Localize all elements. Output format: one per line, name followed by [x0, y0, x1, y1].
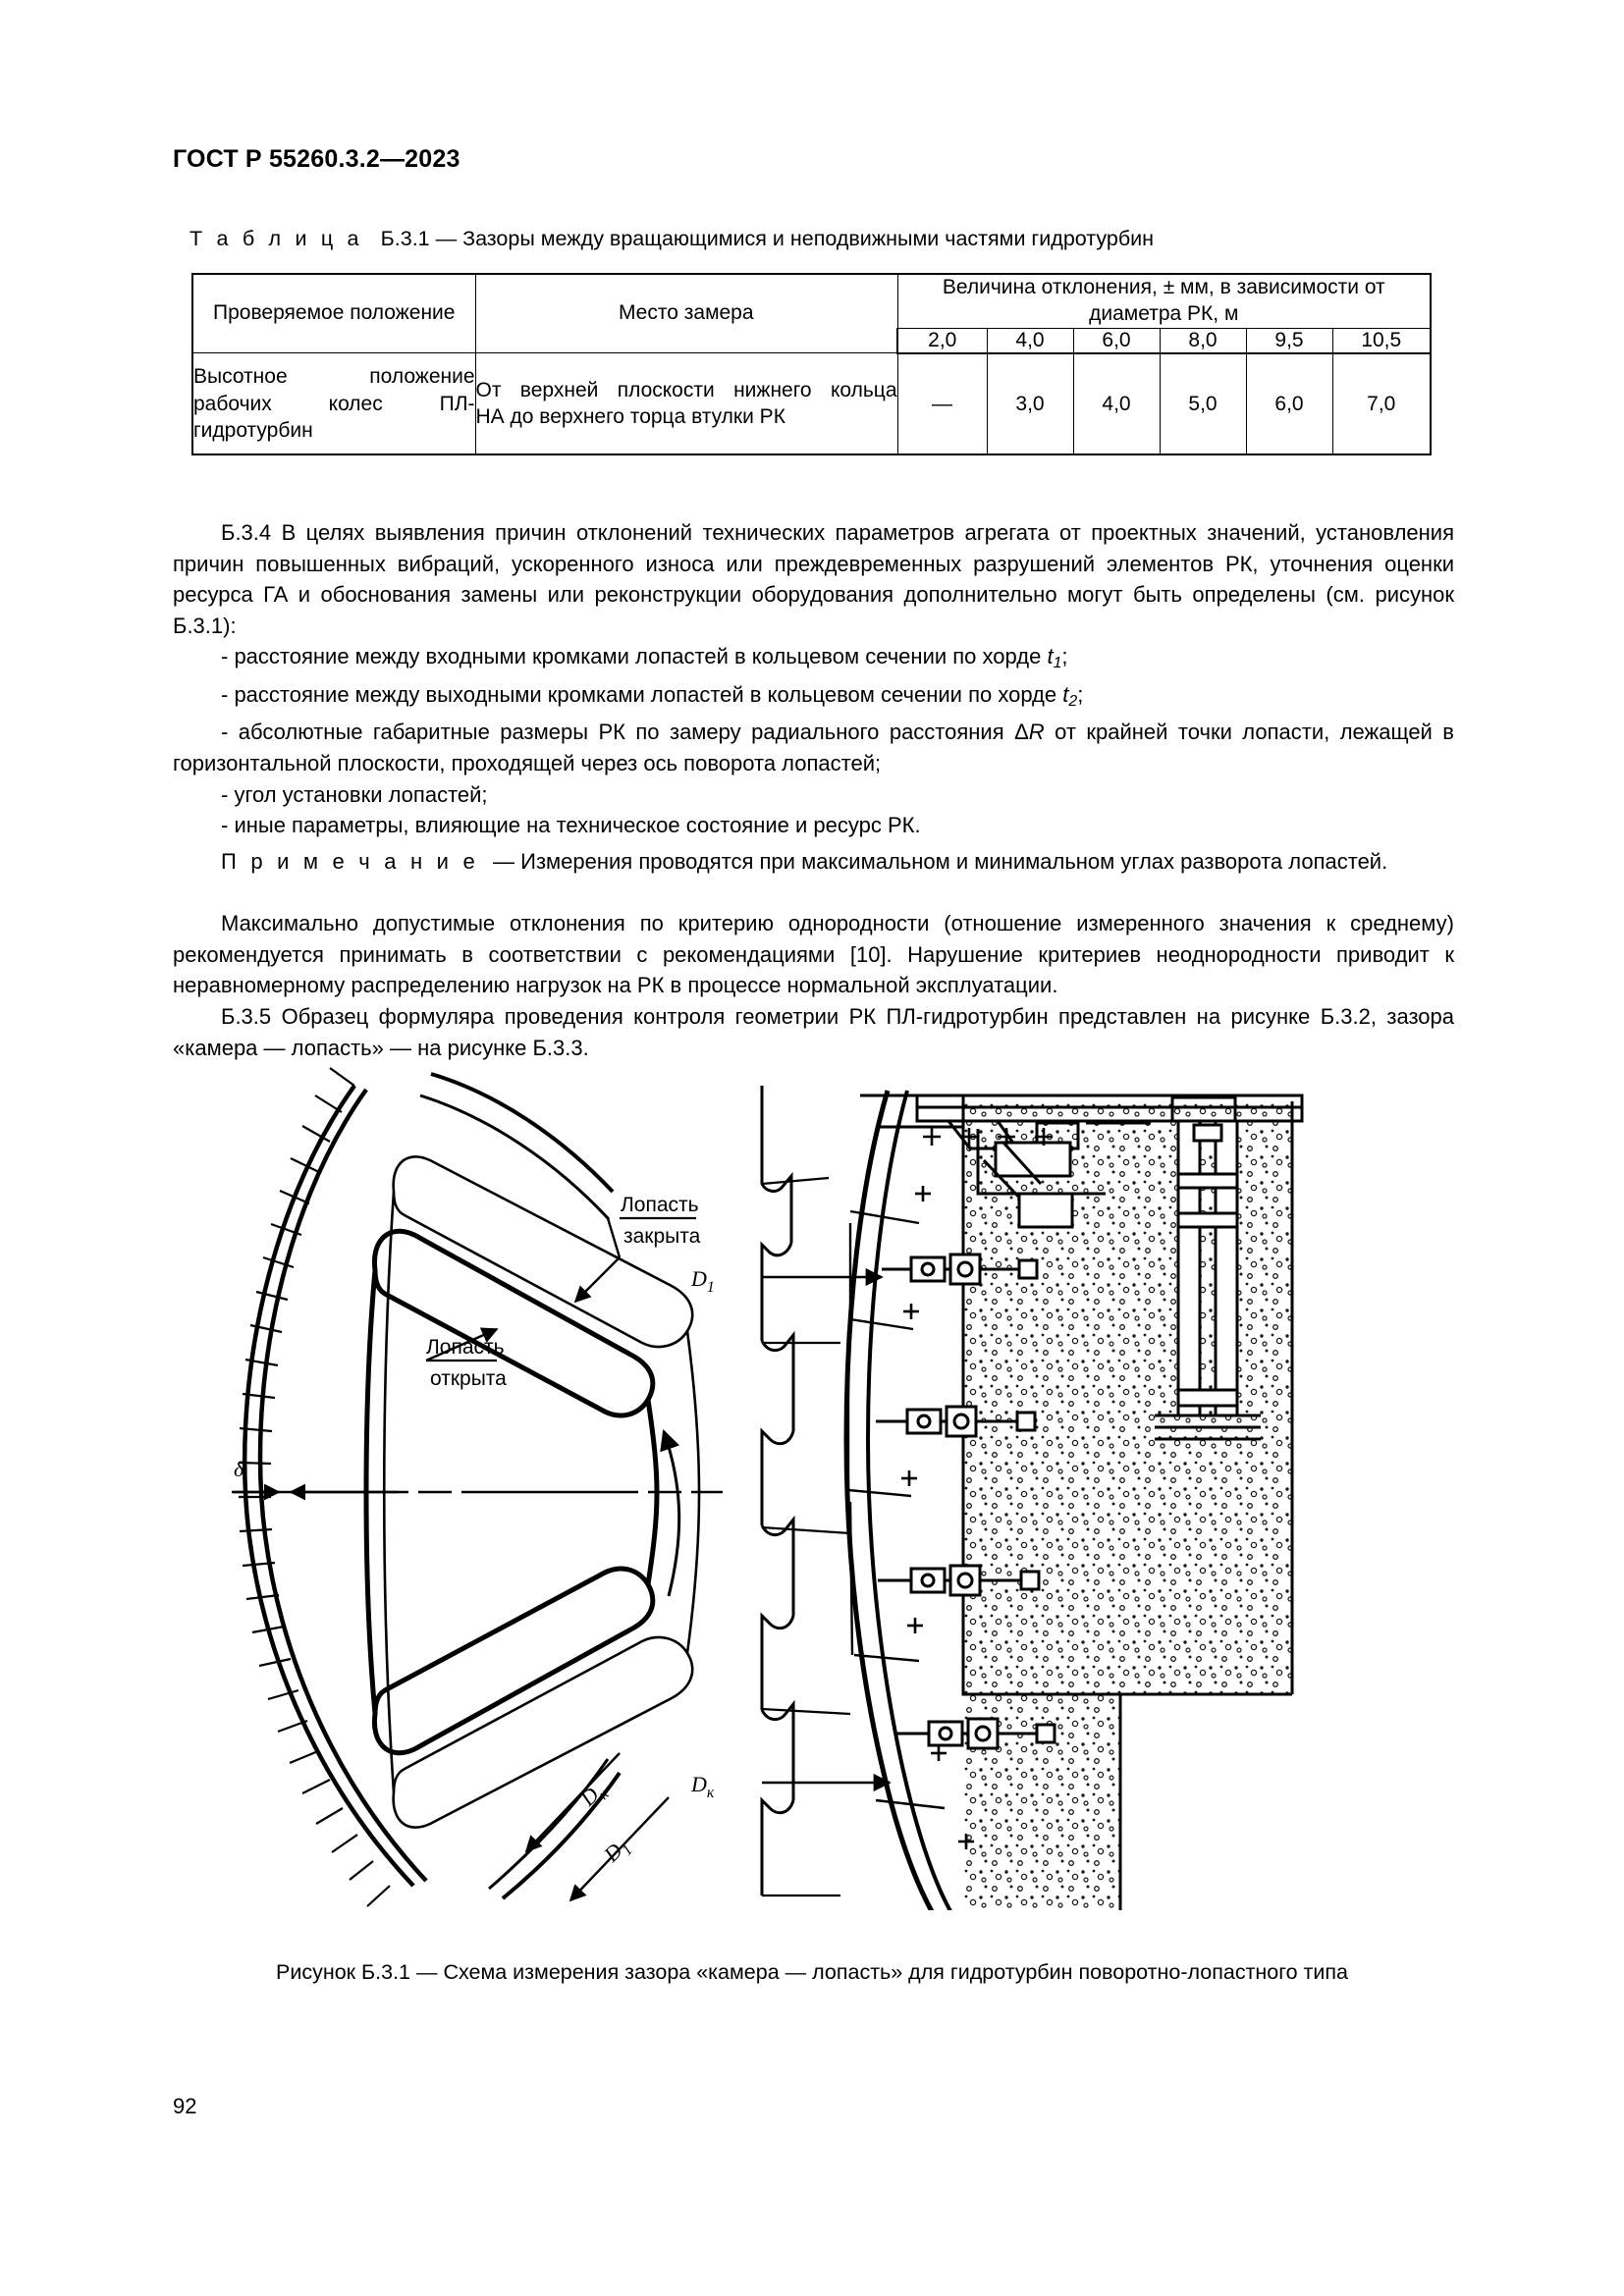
table-header-position: Проверяемое положение: [191, 273, 476, 354]
label-blade-open-line1: Лопасть: [426, 1336, 505, 1359]
measurement-fixtures: [876, 1253, 1056, 1750]
paragraph-b34-body: В целях выявления причин отклонений техн…: [173, 520, 1454, 638]
left-view-group: [232, 1067, 723, 1907]
table-cell-place-line2: НА до верхнего торца втулки РК: [475, 405, 785, 429]
figure-b31: Лопасть закрыта Лопасть открыта δ Dк D1: [173, 1066, 1455, 1910]
paragraph-max-deviation: Максимально допустимые отклонения по кри…: [173, 908, 1454, 1001]
table-header-deviation-group: Величина отклонения, ± мм, в зависимости…: [896, 272, 1433, 329]
note-label: П р и м е ч а н и е: [221, 849, 479, 874]
paragraph-b35: Б.3.5 Образец формуляра проведения контр…: [173, 1001, 1454, 1063]
note-block: П р и м е ч а н и е — Измерения проводят…: [173, 846, 1454, 878]
table-caption: Т а б л и ц а Б.3.1 — Зазоры между враща…: [189, 227, 1154, 251]
table-cell-position-line2: рабочих колес ПЛ-: [193, 392, 475, 415]
table-header-d-6-0: 6,0: [1072, 327, 1161, 354]
table-header-row-1: Проверяемое положение Место замера Велич…: [191, 272, 1433, 354]
gaps-table: Проверяемое положение Место замера Велич…: [191, 272, 1433, 456]
list-item: - расстояние между входными кромками лоп…: [221, 644, 1068, 672]
table-header-d-4-0: 4,0: [986, 327, 1074, 354]
label-delta: δ: [234, 1457, 244, 1481]
table-row: Высотное положение рабочих колес ПЛ- гид…: [191, 352, 1433, 456]
table-cell-position-line3: гидротурбин: [193, 418, 313, 442]
table-caption-label: Т а б л и ц а: [189, 227, 363, 250]
figure-b31-drawing: Лопасть закрыта Лопасть открыта δ Dк D1: [232, 1067, 1304, 1910]
table-cell-place: От верхней плоскости нижнего кольца НА д…: [474, 352, 898, 456]
table-caption-number: Б.3.1: [380, 227, 430, 250]
label-blade-closed-line1: Лопасть: [621, 1194, 699, 1216]
standard-header: ГОСТ Р 55260.3.2—2023: [173, 145, 460, 173]
shaft-assembly: [1155, 1119, 1261, 1441]
note-dash: —: [493, 849, 515, 874]
gaps-table-wrapper: Проверяемое положение Место замера Велич…: [191, 272, 1433, 456]
paragraph-b34-text: Б.3.4 В целях выявления причин отклонени…: [173, 517, 1454, 641]
leader-blade-closed: [573, 1256, 621, 1304]
table-header-d-2-0: 2,0: [896, 327, 988, 354]
dim-d1-left: [568, 1796, 670, 1902]
table-cell-value-4-0: 3,0: [986, 352, 1074, 456]
list-item: - иные параметры, влияющие на техническо…: [221, 813, 921, 838]
paragraph-max-deviation-text: Максимально допустимые отклонения по кри…: [173, 911, 1454, 998]
table-header-place: Место замера: [474, 273, 898, 354]
page-number: 92: [173, 2094, 197, 2118]
table-cell-value-6-0: 4,0: [1072, 352, 1161, 456]
paragraph-b34: Б.3.4 В целях выявления причин отклонени…: [173, 517, 1454, 641]
list-item: - расстояние между выходными кромками ло…: [221, 681, 1084, 710]
note-paragraph: П р и м е ч а н и е — Измерения проводят…: [173, 846, 1454, 878]
table-header-d-8-0: 8,0: [1159, 327, 1247, 354]
paragraph-b35-number: Б.3.5: [221, 1004, 272, 1029]
dim-dk-left: [524, 1752, 621, 1853]
table-cell-position-line1: Высотное положение: [193, 365, 475, 389]
table-header-row-2: 2,0 4,0 6,0 8,0 9,5 10,5: [192, 327, 1433, 354]
blade-closed-lower-outline: [392, 1635, 694, 1829]
table-cell-place-line1: От верхней плоскости нижнего кольца: [475, 378, 897, 401]
leader-blade-open: [425, 1327, 499, 1362]
table-cell-value-8-0: 5,0: [1159, 352, 1247, 456]
rotation-arrow: [660, 1429, 681, 1597]
table-header-d-10-5: 10,5: [1331, 327, 1433, 354]
hatching: [238, 1067, 391, 1907]
label-blade-closed-line2: закрыта: [623, 1225, 701, 1248]
label-d1-right: D1: [690, 1266, 715, 1296]
bullet-list: - расстояние между входными кромками лоп…: [173, 641, 1454, 841]
paragraph-b35-body: Образец формуляра проведения контроля ге…: [173, 1004, 1454, 1060]
table-cell-position: Высотное положение рабочих колес ПЛ- гид…: [191, 352, 476, 456]
label-blade-open-line2: открыта: [430, 1367, 507, 1390]
list-item: - абсолютные габаритные размеры РК по за…: [173, 720, 1454, 775]
label-dk-left: Dк: [574, 1777, 613, 1815]
label-dk-right: Dк: [690, 1772, 715, 1801]
blade-closed-outline: [392, 1155, 694, 1349]
table-cell-value-10-5: 7,0: [1331, 352, 1433, 456]
right-view-group: [760, 1086, 1304, 1910]
paragraph-b34-number: Б.3.4: [221, 520, 272, 545]
chamber-wall-inner: [865, 1090, 952, 1910]
figure-caption: Рисунок Б.3.1 — Схема измерения зазора «…: [275, 1960, 1349, 1984]
anchor-marks: [901, 1128, 1053, 1849]
table-caption-dash: —: [435, 227, 458, 250]
table-header-d-9-5: 9,5: [1245, 327, 1333, 354]
table-caption-title: Зазоры между вращающимися и неподвижными…: [462, 227, 1155, 250]
right-view-labels: D1 Dк: [690, 1266, 715, 1801]
note-text: Измерения проводятся при максимальном и …: [520, 849, 1388, 874]
table-cell-value-2-0: —: [896, 352, 988, 456]
left-view-labels: Лопасть закрыта Лопасть открыта δ Dк D1: [234, 1194, 701, 1871]
blade-open-lower-outline: [371, 1566, 656, 1756]
paragraph-b35-text: Б.3.5 Образец формуляра проведения контр…: [173, 1001, 1454, 1063]
table-cell-value-9-5: 6,0: [1245, 352, 1333, 456]
list-item: - угол установки лопастей;: [221, 781, 488, 807]
